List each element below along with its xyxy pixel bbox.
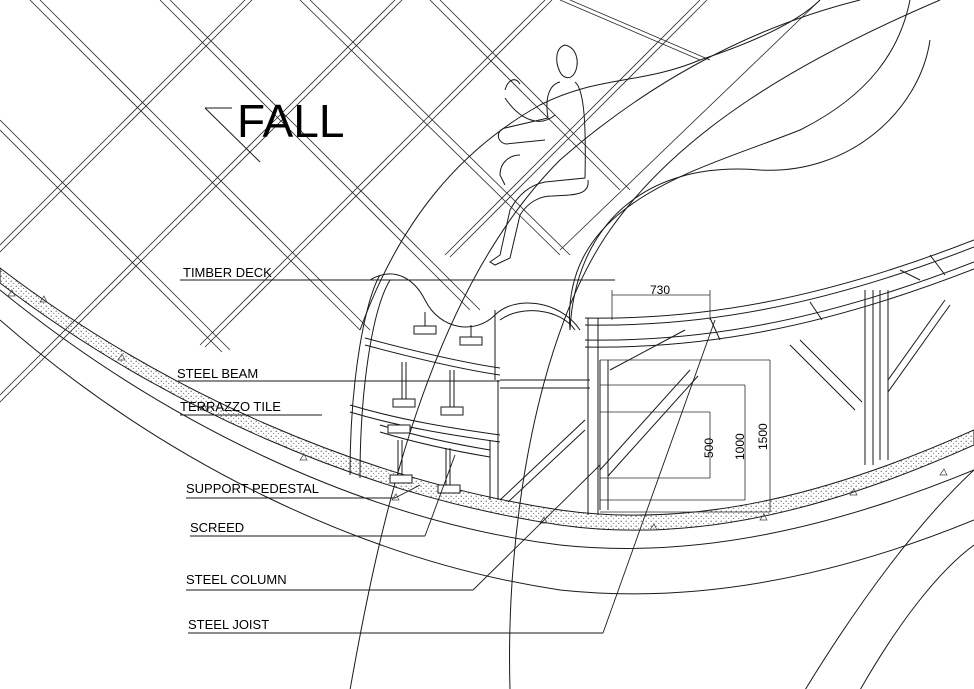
label-screed: SCREED [190,520,244,535]
dimension-730: 730 [650,283,670,297]
label-leaders [178,279,716,634]
fall-title: FALL [237,95,344,147]
dimension-1500: 1500 [756,423,770,450]
label-steel-joist: STEEL JOIST [188,617,269,632]
label-terrazzo-tile: TERRAZZO TILE [180,399,281,414]
label-steel-column: STEEL COLUMN [186,572,287,587]
landform-curves [349,0,974,689]
label-timber-deck: TIMBER DECK [183,265,272,280]
paving-grid [0,0,821,403]
dimension-lines [600,290,771,513]
human-figure [489,44,589,266]
ground-slab [0,267,974,595]
fall-arrow [204,107,261,163]
label-steel-beam: STEEL BEAM [177,366,258,381]
steel-frame [499,239,974,515]
support-pedestals [387,312,483,494]
curved-deck-structure [349,273,581,500]
dimension-1000: 1000 [733,433,747,460]
label-support-pedestal: SUPPORT PEDESTAL [186,481,319,496]
dimension-500: 500 [702,438,716,458]
